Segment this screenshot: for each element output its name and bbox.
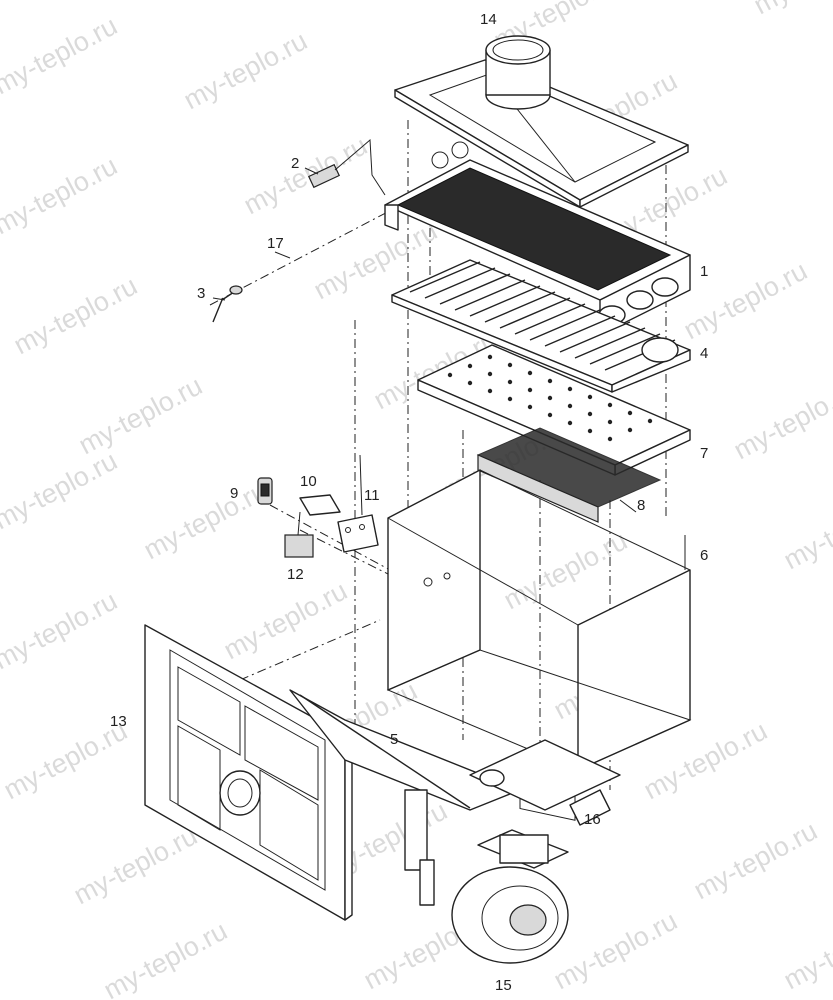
callout-1: 1	[700, 263, 708, 280]
gas-manifold	[289, 689, 621, 906]
watermark: my-teplo.ru	[219, 575, 352, 665]
blower-fan	[451, 829, 569, 964]
watermark: my-teplo.ru	[729, 375, 833, 465]
watermark: my-teplo.ru	[679, 255, 812, 345]
callout-12: 12	[287, 566, 304, 583]
leader-lines	[212, 167, 637, 513]
watermark: my-teplo.ru	[179, 25, 312, 115]
callout-16: 16	[584, 811, 601, 828]
heat-exchanger	[384, 141, 691, 336]
watermark: my-teplo.ru	[74, 370, 207, 460]
callout-5: 5	[390, 731, 398, 748]
watermark: my-teplo.ru	[779, 905, 833, 995]
callout-3: 3	[197, 285, 205, 302]
combustion-chamber-top	[391, 259, 691, 393]
ignition-electrode	[257, 477, 273, 505]
callout-2: 2	[291, 155, 299, 172]
front-panel	[144, 624, 353, 921]
callout-4: 4	[700, 345, 708, 362]
watermark: my-teplo.ru	[499, 525, 632, 615]
watermark: my-teplo.ru	[749, 0, 833, 20]
watermark: my-teplo.ru	[139, 475, 272, 565]
callout-14: 14	[480, 11, 497, 28]
callout-7: 7	[700, 445, 708, 462]
watermark: my-teplo.ru	[689, 815, 822, 905]
callout-11: 11	[364, 487, 380, 504]
burner-mesh	[476, 427, 662, 523]
temperature-sensor	[307, 138, 386, 196]
callout-10: 10	[300, 473, 317, 490]
callout-9: 9	[230, 485, 238, 502]
mounting-bracket	[569, 789, 611, 826]
callout-13: 13	[110, 713, 127, 730]
callout-8: 8	[637, 497, 645, 514]
electrode-bracket	[284, 494, 341, 558]
watermark: my-teplo.ru	[9, 270, 142, 360]
ignition-probe	[212, 285, 243, 323]
watermark: my-teplo.ru	[99, 915, 232, 1000]
combustion-chamber	[386, 469, 692, 821]
callout-17: 17	[267, 235, 284, 252]
watermark: my-teplo.ru	[0, 10, 122, 100]
watermark: my-teplo.ru	[0, 445, 122, 535]
callout-6: 6	[700, 547, 708, 564]
watermark: my-teplo.ru	[0, 150, 122, 240]
callouts: 14 2 17 1 3 4 7 10 9 11 8 6 12 13 5 16 1…	[110, 11, 708, 994]
electrode-plate	[337, 454, 379, 553]
watermark: my-teplo.ru	[239, 130, 372, 220]
watermark: my-teplo.ru	[0, 585, 122, 675]
callout-15: 15	[495, 977, 512, 994]
watermark: my-teplo.ru	[779, 485, 833, 575]
watermark: my-teplo.ru	[69, 820, 202, 910]
watermark: my-teplo.ru	[549, 905, 682, 995]
flue-hood	[394, 35, 689, 208]
